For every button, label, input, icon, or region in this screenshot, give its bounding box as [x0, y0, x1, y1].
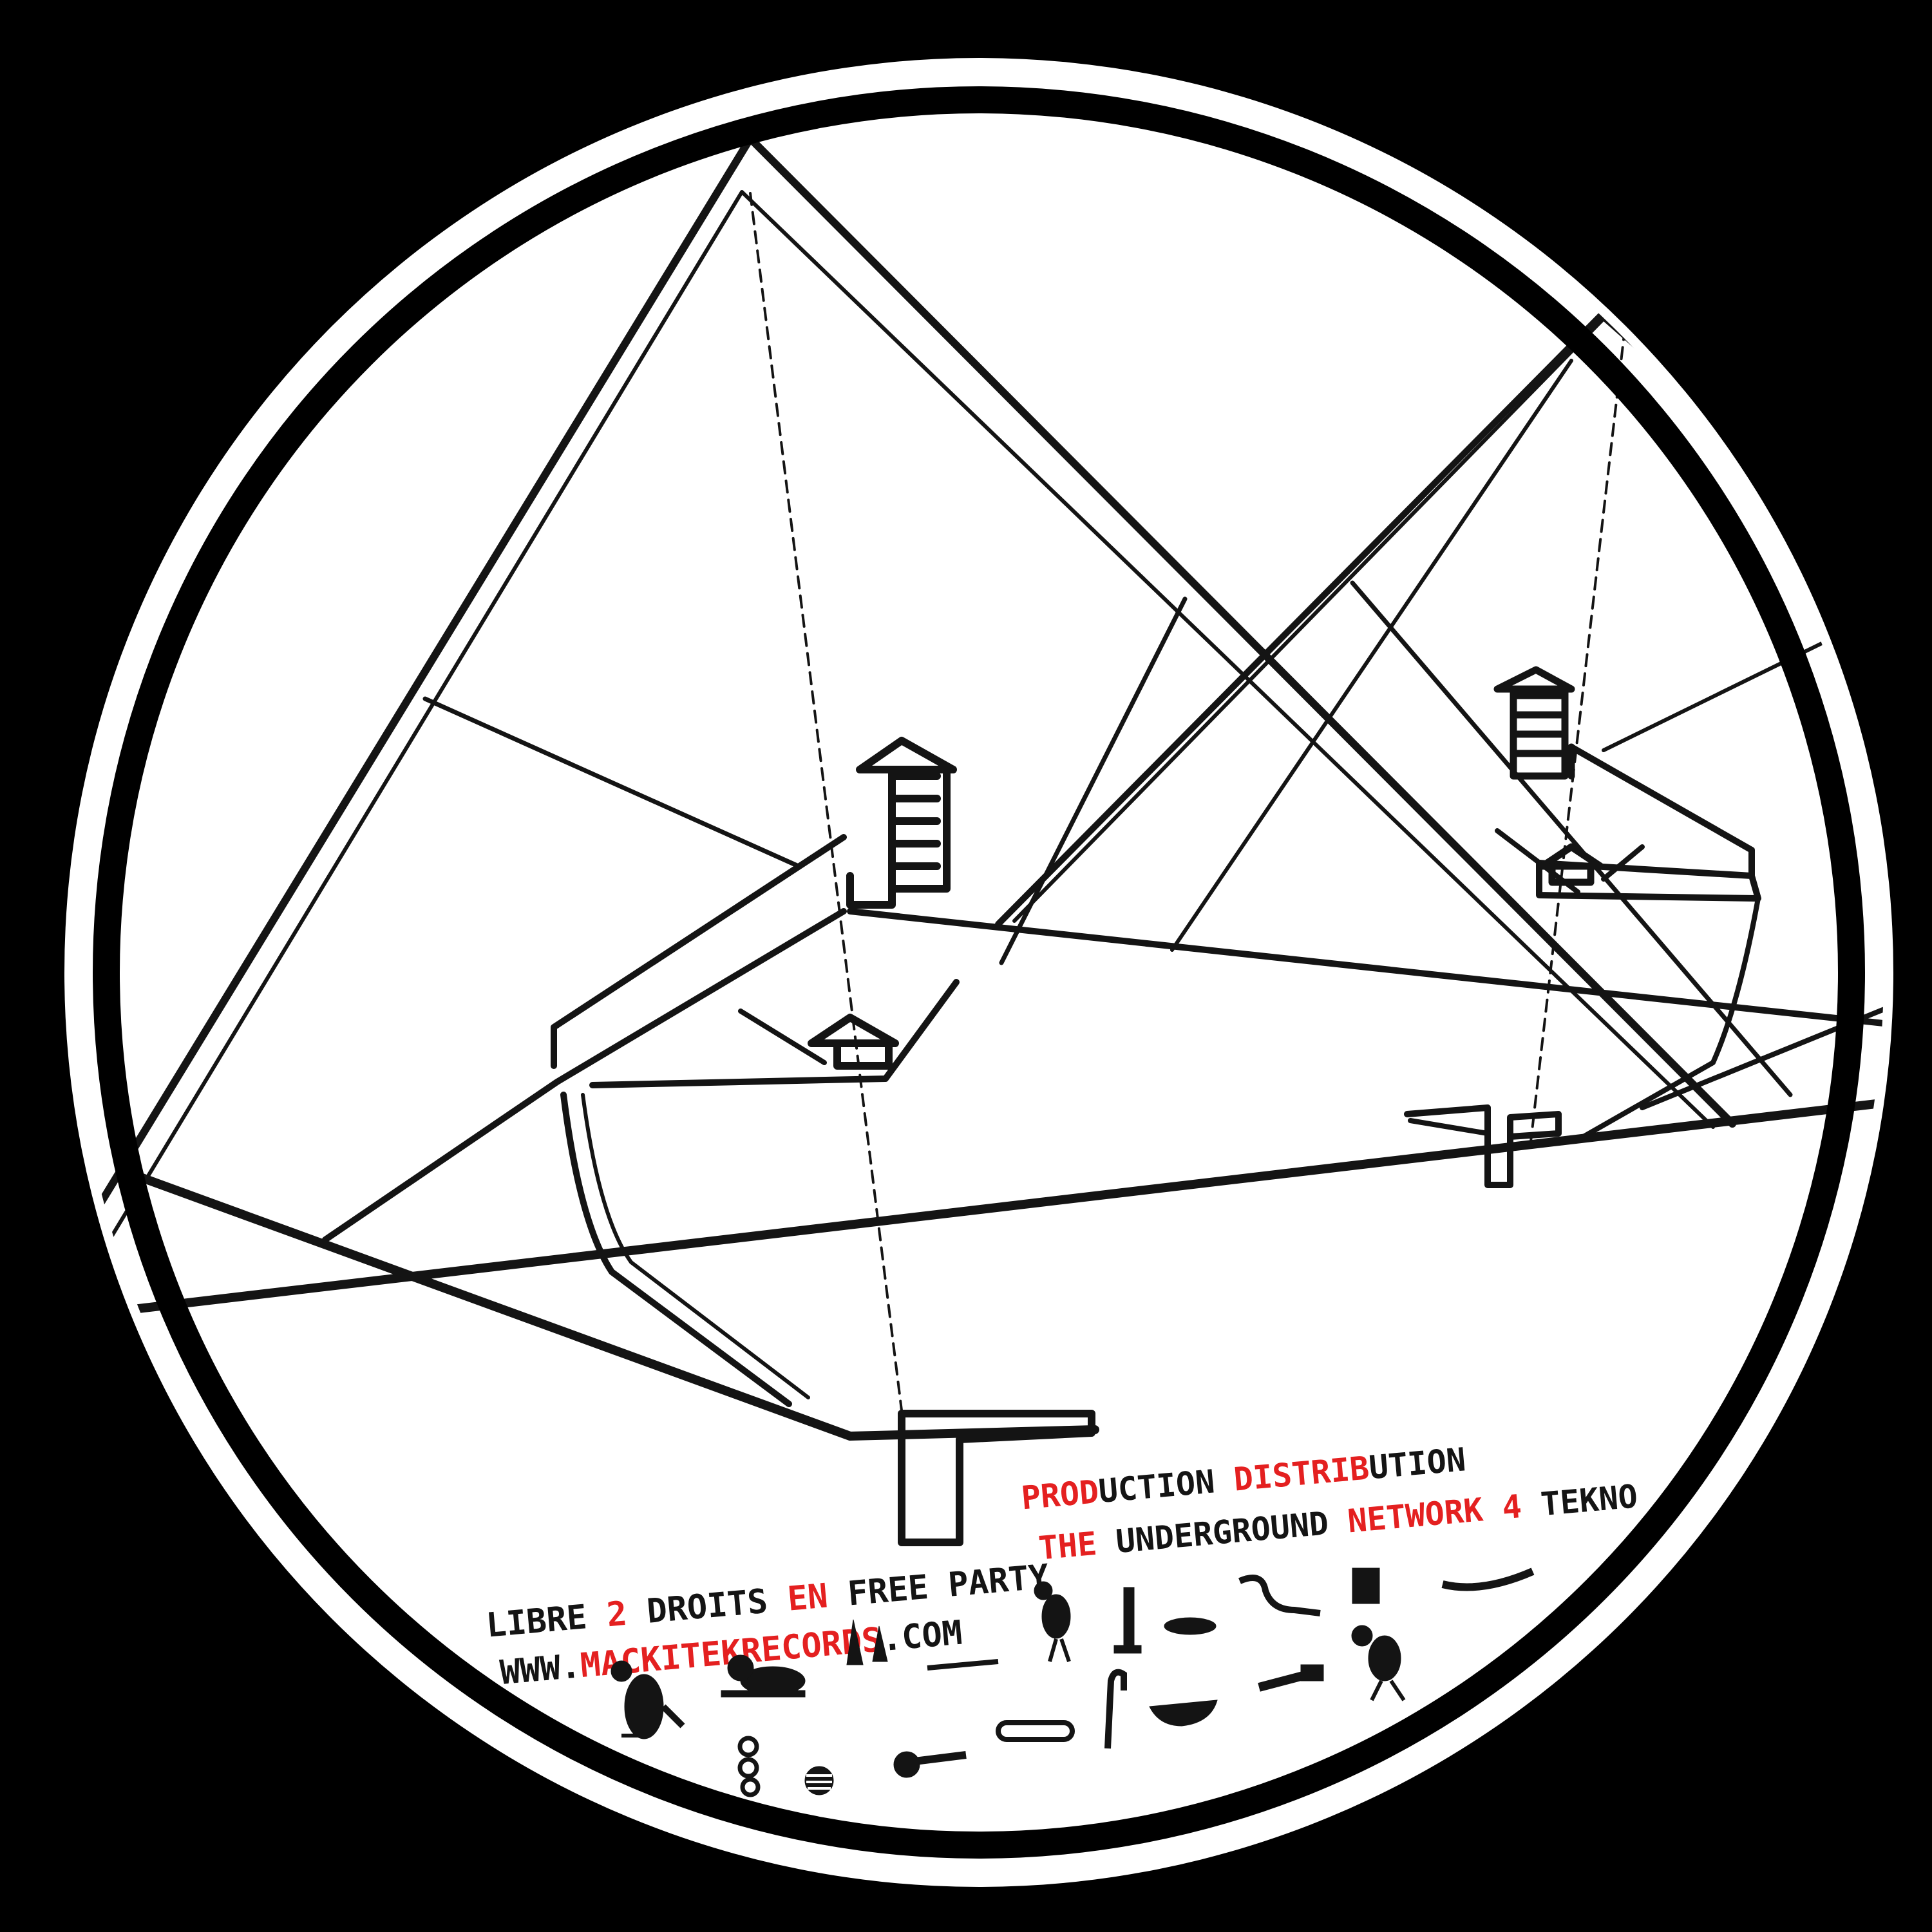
- label-line-3: PRODUCTION DISTRIBUTION: [1020, 1441, 1468, 1517]
- queens-chamber-left: [808, 1014, 899, 1070]
- falcon-icon: [1351, 1625, 1406, 1701]
- bird-icon: [1034, 1581, 1071, 1662]
- snake-icon: [1238, 1575, 1321, 1616]
- rope-icon: [996, 1720, 1075, 1742]
- stick-icon: [927, 1659, 999, 1671]
- line2-segment: .COM: [880, 1614, 964, 1660]
- knife-icon: [1258, 1664, 1324, 1692]
- line4-segment: TEKNO: [1539, 1477, 1639, 1523]
- line3-segment: UTION: [1367, 1441, 1467, 1486]
- kings-chamber-left: [846, 737, 957, 909]
- queens-chamber-right: [1539, 843, 1604, 886]
- viper-icon: [1441, 1567, 1535, 1591]
- plinth-icon: [1113, 1587, 1142, 1654]
- placenta-icon: [804, 1766, 834, 1795]
- reed-icon: [846, 1619, 888, 1665]
- hieroglyphs: [611, 1567, 1535, 1797]
- scepter-icon: [893, 1751, 967, 1778]
- line3-segment: PROD: [1020, 1473, 1101, 1517]
- line1-segment: EN: [786, 1575, 849, 1619]
- square-icon: [1352, 1567, 1380, 1604]
- chick-icon: [737, 1736, 761, 1797]
- ground-line: [74, 1094, 1884, 1321]
- line2-segment: WWW.: [498, 1647, 582, 1692]
- label-disc: [64, 58, 1893, 1887]
- loaf-icon: [1164, 1617, 1217, 1635]
- kings-chamber-right: [1493, 666, 1575, 780]
- basket-icon: [1149, 1700, 1218, 1727]
- line4-segment: THE: [1037, 1523, 1117, 1567]
- inner-ring: [93, 86, 1865, 1859]
- crook-icon: [1104, 1669, 1127, 1749]
- lion-icon: [721, 1654, 806, 1698]
- vulture-icon: [611, 1660, 685, 1739]
- line1-segment: 2: [605, 1593, 649, 1634]
